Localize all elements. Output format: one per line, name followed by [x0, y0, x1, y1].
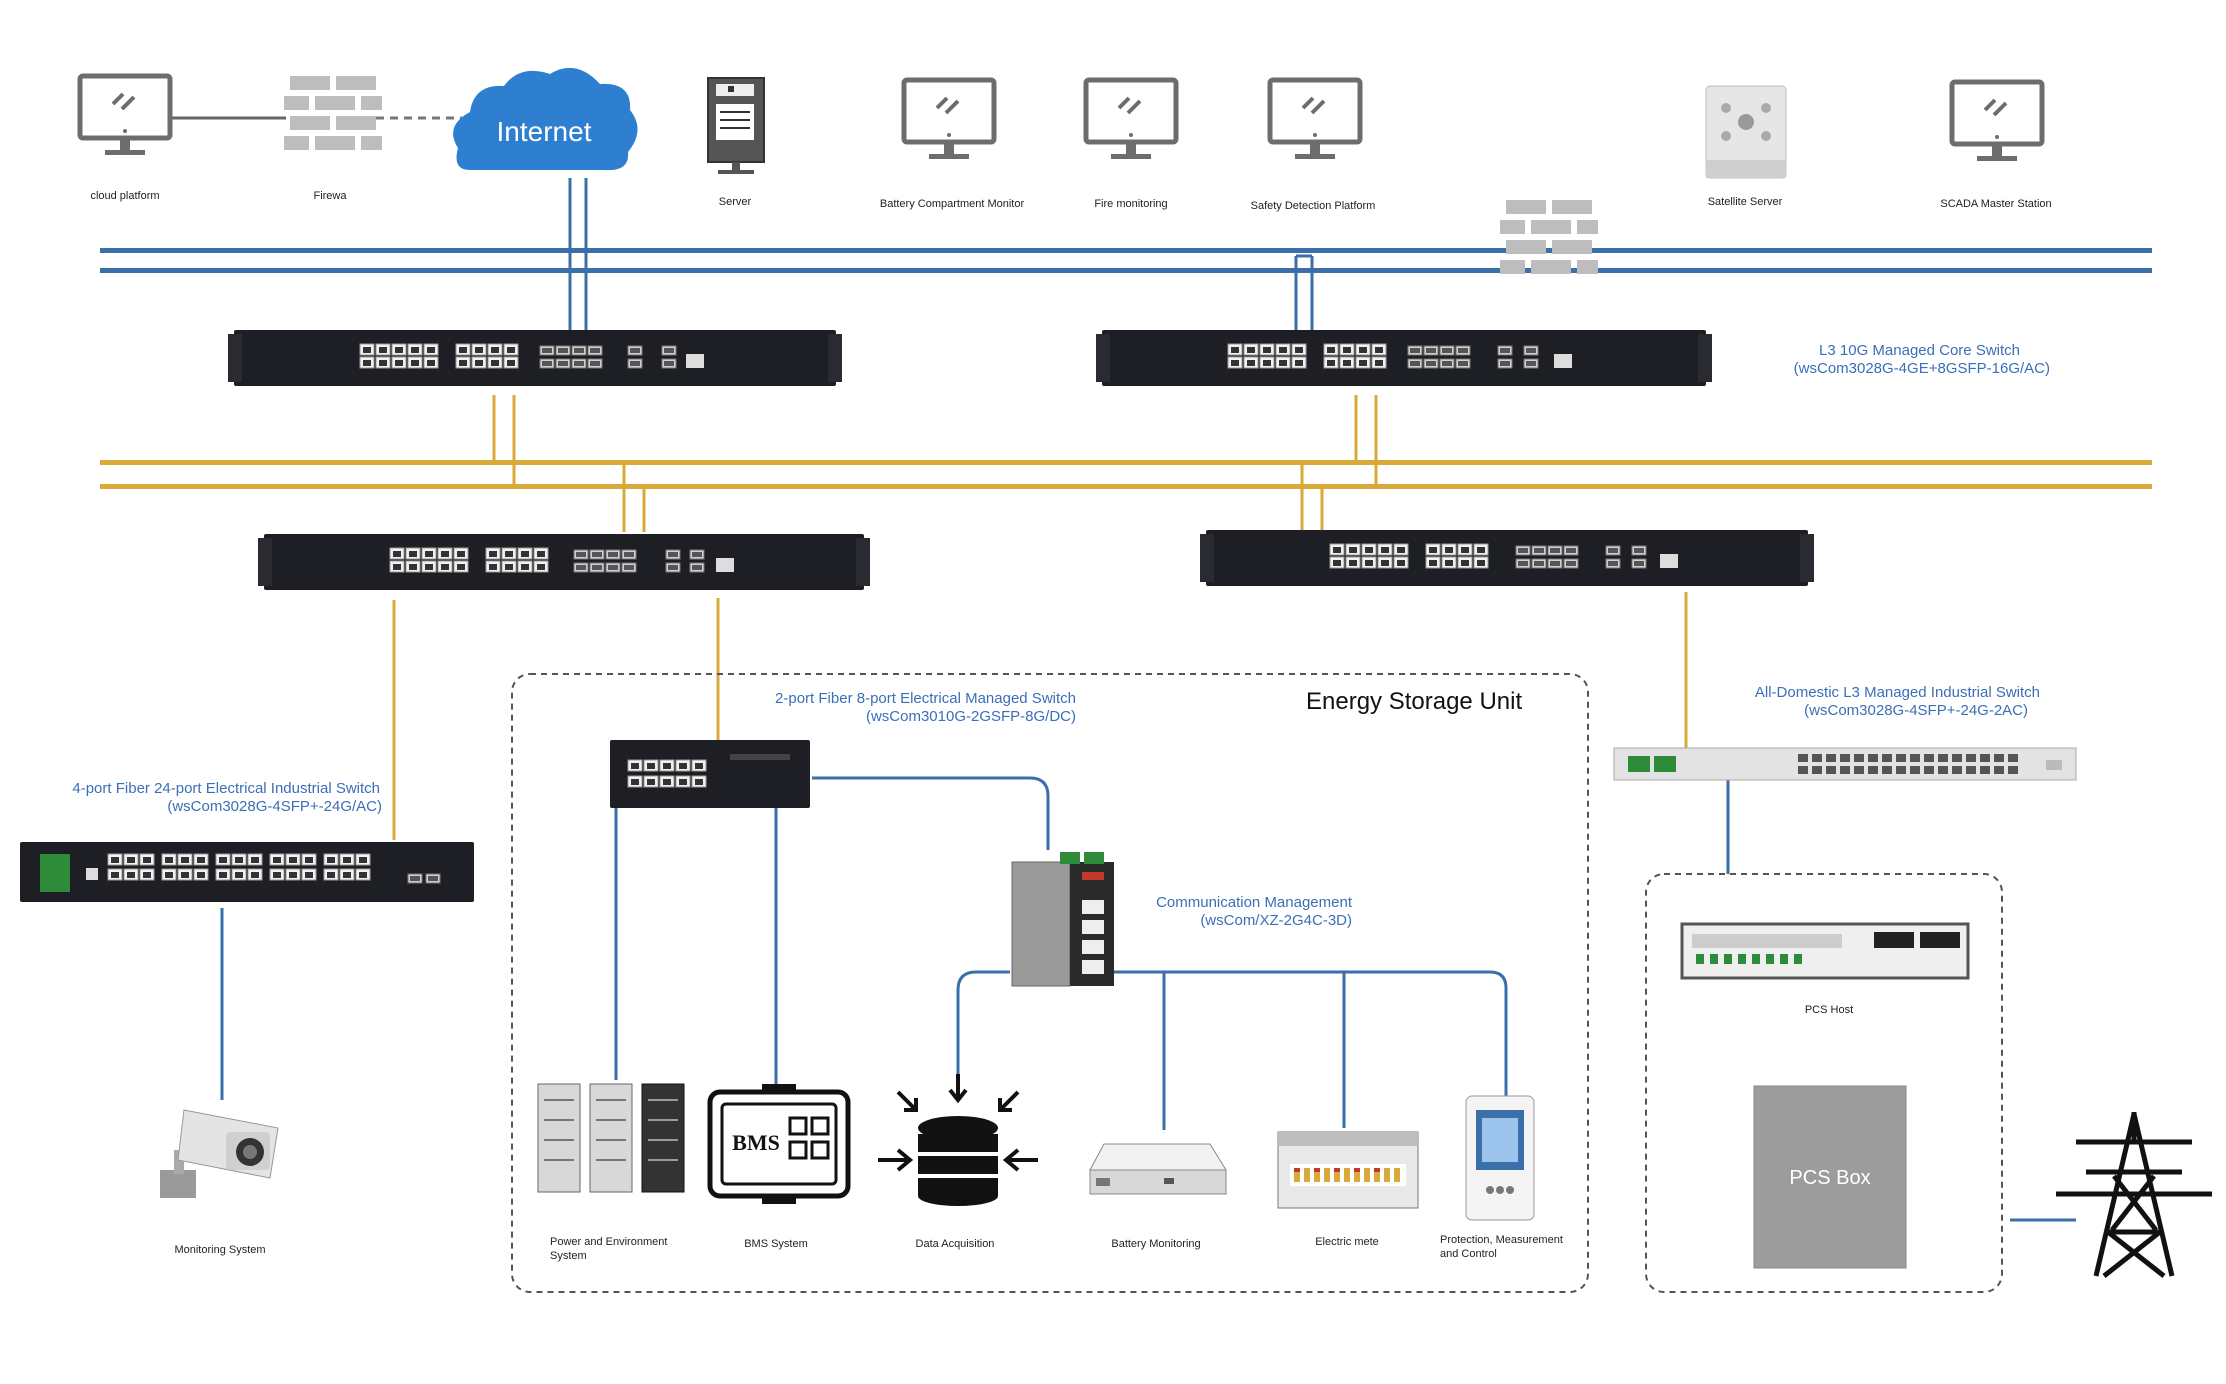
- power-tower-icon: [2056, 1112, 2212, 1278]
- electric-meter-panel-icon: [1277, 1131, 1419, 1209]
- energy-storage-unit-title: Energy Storage Unit: [1306, 688, 1523, 715]
- scada-master-station-monitor-icon: [1952, 82, 2042, 161]
- protection-label-2: and Control: [1440, 1248, 1497, 1260]
- fiber-8-switch-model: (wsCom3010G-2GSFP-8G/DC): [865, 708, 1076, 725]
- communication-management-device: [1011, 852, 1114, 987]
- pcs-group: [1645, 873, 2003, 1293]
- comm-mgmt-model: (wsCom/XZ-2G4C-3D): [1200, 912, 1352, 929]
- protection-device-icon: [1465, 1095, 1535, 1221]
- fiber-24-switch-model: (wsCom3028G-4SFP+-24G/AC): [167, 798, 382, 815]
- battery-compartment-monitor-icon: [904, 80, 994, 159]
- bms-system-icon: [707, 1084, 851, 1204]
- fiber-8-switch-name: 2-port Fiber 8-port Electrical Managed S…: [775, 690, 1076, 707]
- pcs-host-device-icon: [1680, 922, 1970, 980]
- cloud-platform-label: cloud platform: [90, 190, 160, 202]
- core-switch-left: [228, 330, 842, 386]
- internet-links: [568, 178, 1314, 335]
- electric-meter-label: Electric mete: [1315, 1236, 1379, 1248]
- core-switch-right: [1096, 330, 1712, 386]
- core-switch-model: (wsCom3028G-4GE+8GSFP-16G/AC): [1793, 360, 2050, 377]
- firewall-icon: [284, 76, 382, 150]
- yellow-backbone: [100, 460, 2152, 489]
- firewall-label: Firewa: [313, 190, 347, 202]
- aggregation-switch-left: [258, 534, 870, 590]
- camera-icon: [160, 1109, 279, 1198]
- core-switch-name: L3 10G Managed Core Switch: [1819, 342, 2020, 359]
- fire-monitoring-label: Fire monitoring: [1094, 198, 1168, 210]
- domestic-l3-switch: [1613, 747, 2077, 781]
- safety-detection-platform-label: Safety Detection Platform: [1250, 200, 1376, 212]
- safety-detection-monitor-icon: [1270, 80, 1360, 159]
- pcs-host-label: PCS Host: [1804, 1004, 1854, 1016]
- satellite-server-icon: [1705, 85, 1787, 179]
- battery-monitoring-label: Battery Monitoring: [1111, 1238, 1201, 1250]
- scada-master-station-label: SCADA Master Station: [1940, 198, 2052, 210]
- protection-label-1: Protection, Measurement: [1440, 1234, 1563, 1246]
- battery-monitoring-device-icon: [1089, 1143, 1227, 1195]
- power-env-label-2: System: [550, 1250, 587, 1262]
- server-label: Server: [718, 196, 752, 208]
- database-icon: [878, 1074, 1038, 1206]
- server-icon: [707, 77, 765, 174]
- cloud-platform-monitor-icon: [80, 76, 170, 155]
- bms-icon-text: BMS: [732, 1130, 780, 1155]
- monitoring-system-label: Monitoring System: [174, 1244, 266, 1256]
- internet-label: Internet: [497, 116, 592, 147]
- device-links: [220, 776, 2076, 1222]
- managed-switch-8port: [610, 740, 810, 808]
- energy-storage-unit-group: [511, 673, 1589, 1293]
- satellite-server-label: Satellite Server: [1707, 196, 1783, 208]
- fiber-24-switch-name: 4-port Fiber 24-port Electrical Industri…: [72, 780, 380, 797]
- power-env-label-1: Power and Environment: [550, 1236, 668, 1248]
- yellow-links: [392, 395, 1688, 840]
- bms-system-label: BMS System: [744, 1238, 808, 1250]
- domestic-switch-name: All-Domestic L3 Managed Industrial Switc…: [1754, 684, 2040, 701]
- pcs-box-label: PCS Box: [1789, 1167, 1870, 1189]
- blue-backbone: [100, 248, 2152, 273]
- power-environment-racks-icon: [537, 1083, 685, 1193]
- industrial-switch-24port: [20, 842, 474, 902]
- pcs-box: [1753, 1085, 1907, 1269]
- fire-monitoring-monitor-icon: [1086, 80, 1176, 159]
- firewall-right-icon: [1500, 200, 1598, 274]
- internet-cloud-icon: [453, 67, 638, 171]
- aggregation-switch-right: [1200, 530, 1814, 586]
- data-acquisition-label: Data Acquisition: [915, 1238, 995, 1250]
- domestic-switch-model: (wsCom3028G-4SFP+-24G-2AC): [1804, 702, 2028, 719]
- comm-mgmt-name: Communication Management: [1156, 894, 1352, 911]
- battery-compartment-monitor-label: Battery Compartment Monitor: [879, 198, 1025, 210]
